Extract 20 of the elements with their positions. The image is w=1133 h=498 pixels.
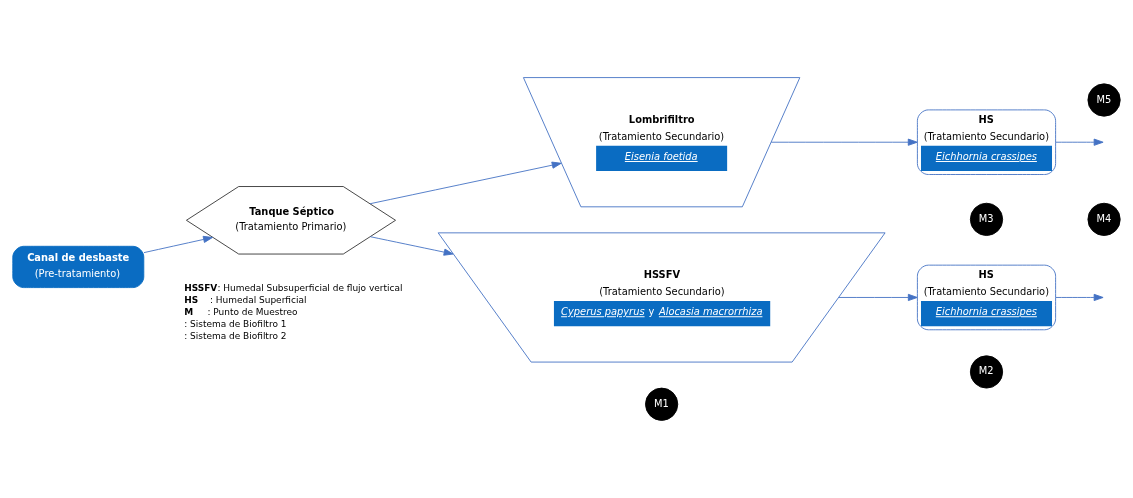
arrow <box>369 161 562 205</box>
legend-label: M : Punto de Muestreo <box>184 306 298 317</box>
node-circle: M3 <box>969 202 1004 236</box>
arrow <box>369 236 454 256</box>
node-circle: M2 <box>969 355 1004 389</box>
node-circle: M1 <box>645 387 679 421</box>
node-box: HS (Tratamiento Secundario) Eichhornia crassipes <box>916 264 1057 331</box>
node-circle: M4 <box>1087 202 1121 236</box>
arrow <box>1055 138 1104 146</box>
arrow <box>770 138 918 146</box>
legend-label: HS : Humedal Superficial <box>184 294 307 305</box>
node-box: HS (Tratamiento Secundario) Eichhornia crassipes <box>916 109 1057 175</box>
legend-label: HSSFV: Humedal Subsuperficial de flujo vertical <box>184 283 403 294</box>
arrow <box>1055 293 1104 302</box>
node-circle: M5 <box>1087 83 1121 117</box>
arrow <box>143 235 213 254</box>
node-box: Canal de desbaste (Pre-tratamiento) <box>12 245 145 289</box>
legend-label: : Sistema de Biofiltro 1 <box>184 319 287 330</box>
arrow <box>838 293 918 302</box>
legend-label: : Sistema de Biofiltro 2 <box>184 330 287 341</box>
